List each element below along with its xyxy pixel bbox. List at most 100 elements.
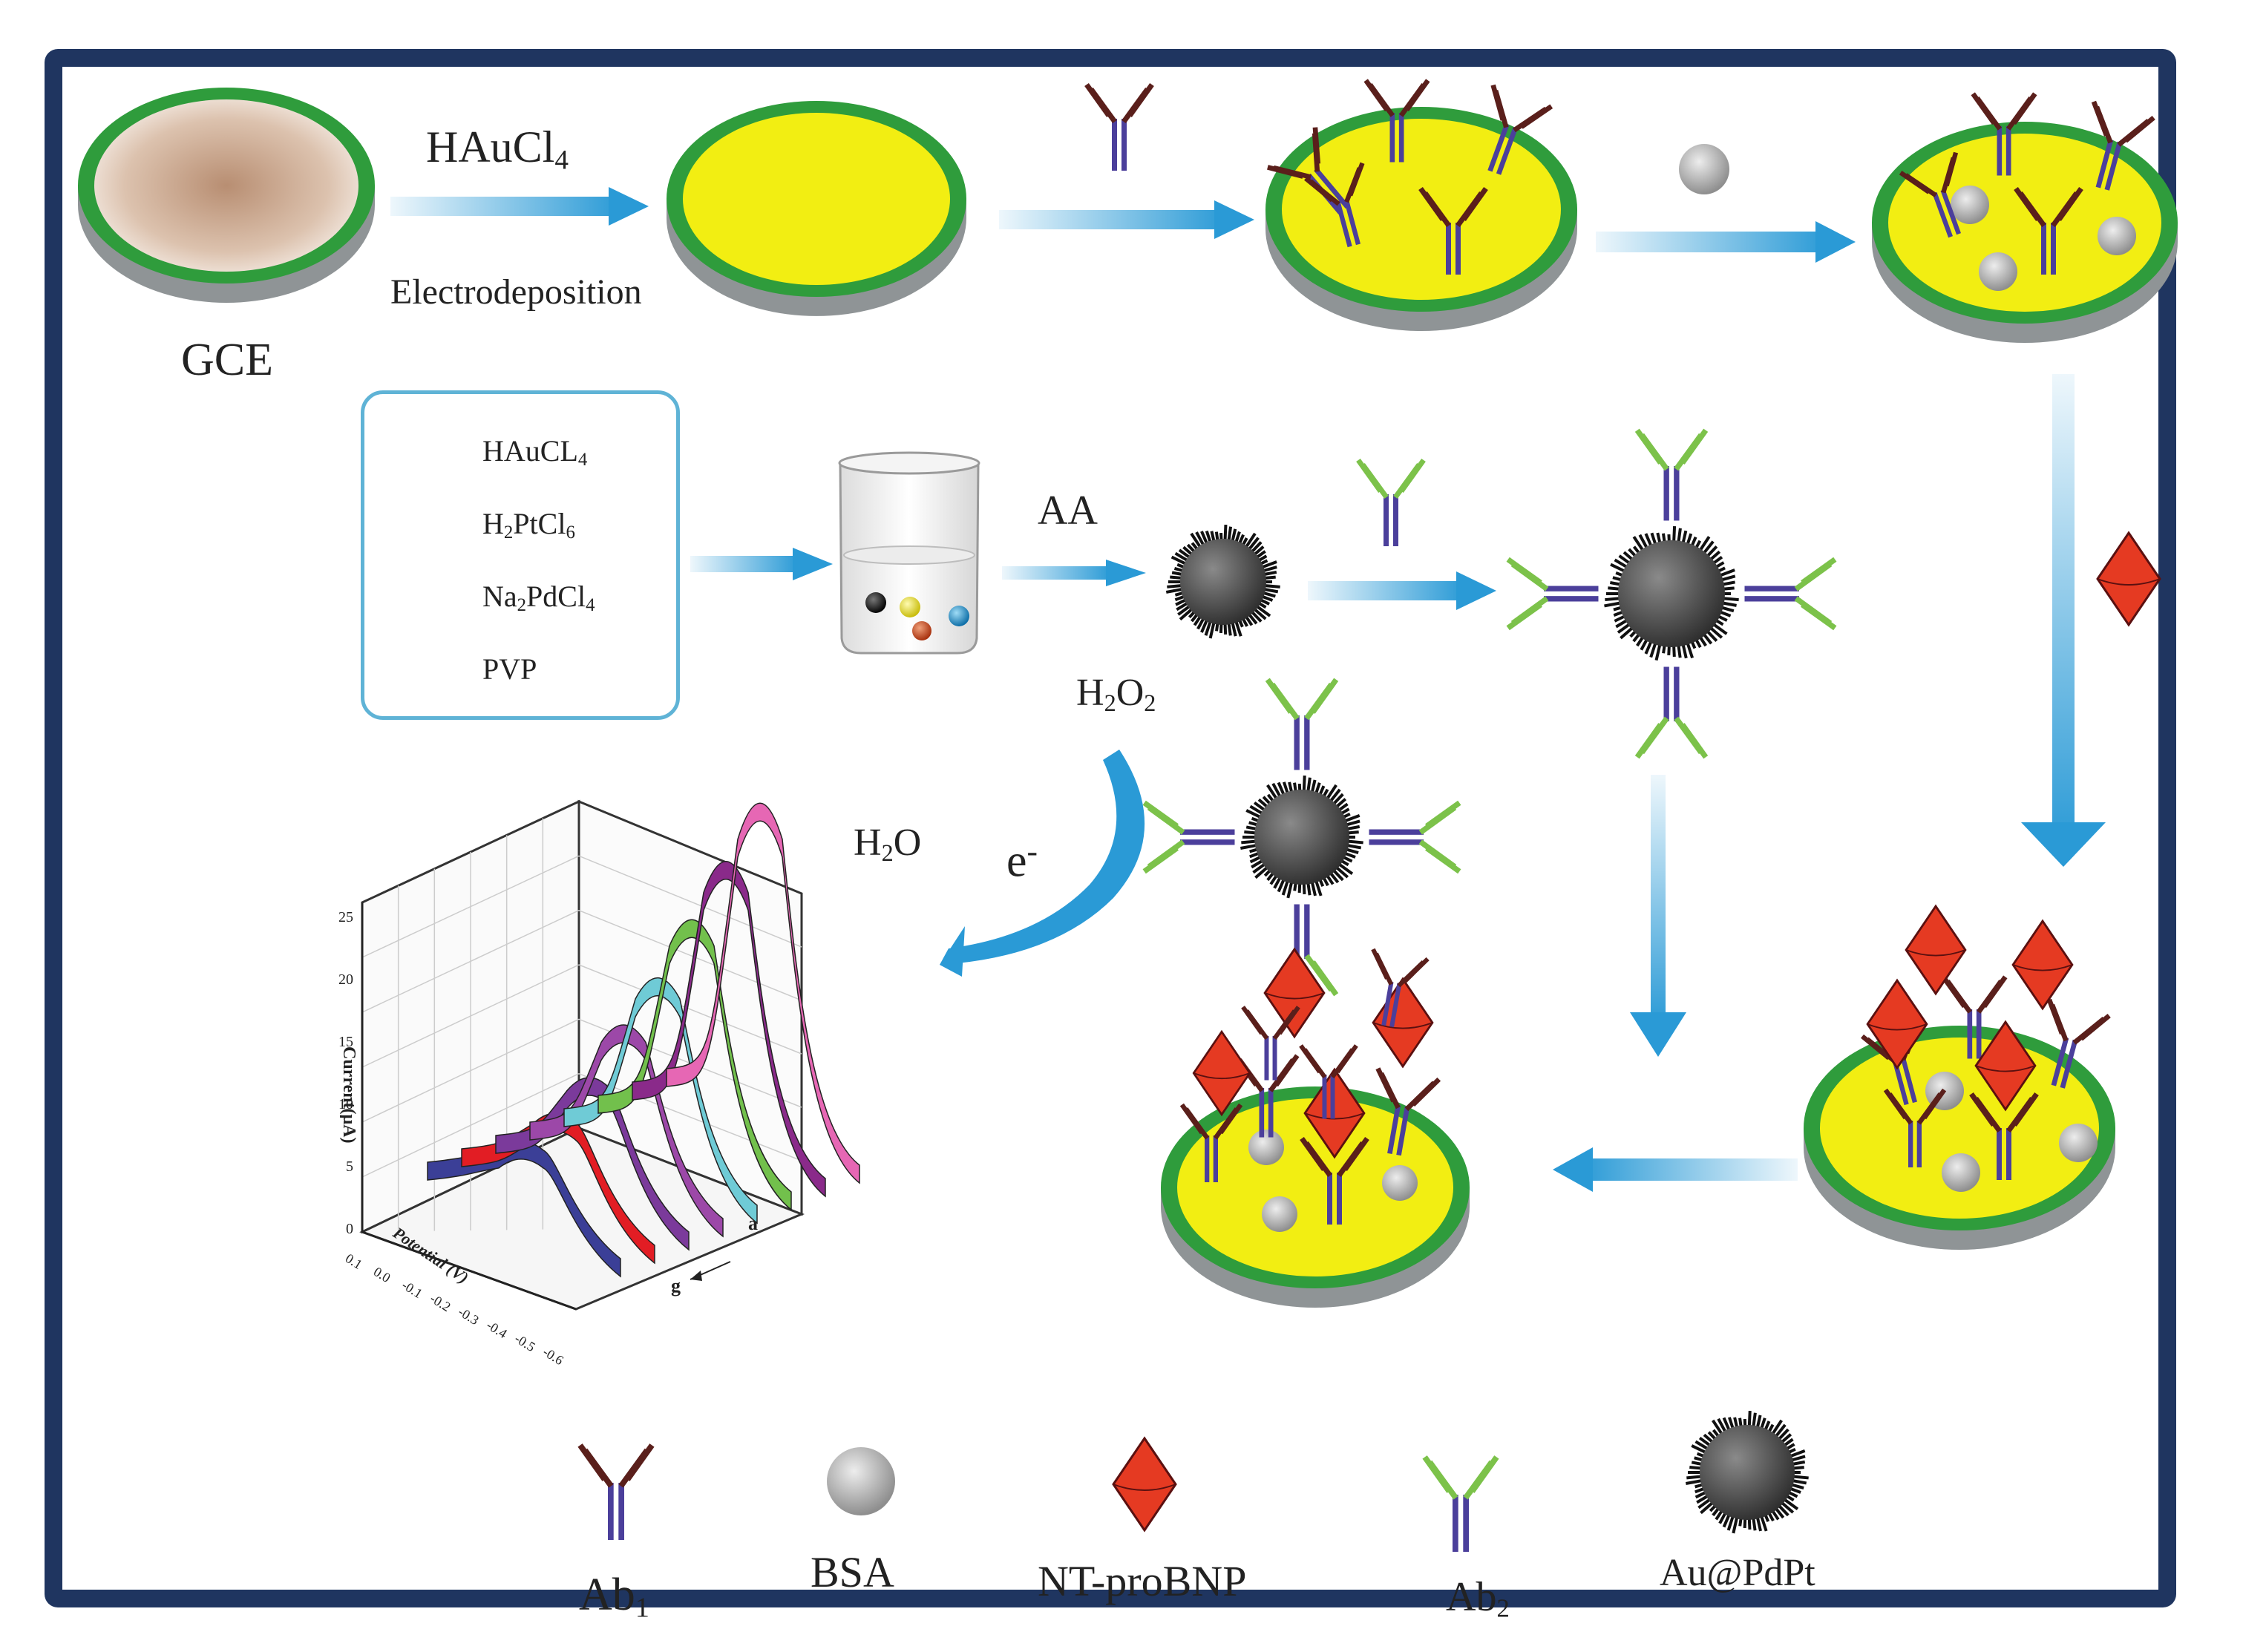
ab2-legend-icon (1422, 1455, 1499, 1552)
legend-label-ntprobnp: NT-proBNP (1038, 1557, 1247, 1605)
beaker-particle (912, 621, 931, 640)
gold-layer (1177, 1098, 1453, 1276)
arrow-antigen-down (2021, 374, 2106, 867)
arrow-head (2021, 822, 2106, 867)
ntprobnp-legend-icon (1112, 1436, 1177, 1533)
ab2-on-conjugate (1369, 800, 1461, 874)
beaker-particle (865, 592, 886, 613)
bsa-on-electrode (1979, 252, 2017, 291)
electron-label: e- (1006, 833, 1038, 887)
legend-label-bsa: BSA (811, 1548, 894, 1596)
trace-band (666, 802, 860, 1184)
ab1-on-electrode (2046, 998, 2111, 1089)
ab1-on-electrode (1487, 84, 1553, 175)
aupdpt-core (1240, 775, 1363, 899)
reagent-legend-box (361, 390, 680, 720)
bsa-on-electrode (1248, 1130, 1284, 1165)
nanoparticle-core (1254, 790, 1349, 885)
arrow-head (1456, 571, 1496, 610)
y-tick-0: 0 (346, 1221, 353, 1237)
sandwich-electrode (1161, 1086, 1470, 1308)
gold-layer (1820, 1038, 2099, 1219)
ab1-on-electrode (1418, 186, 1488, 275)
ab2-on-antigen (1241, 1006, 1300, 1081)
nanoparticle-core (1700, 1425, 1795, 1520)
arrow-shaft (1308, 581, 1456, 600)
gce-electrode (78, 88, 375, 303)
ab1-on-electrode (1971, 92, 2037, 176)
ntprobnp-on-electrode (1974, 1020, 2037, 1112)
arrow-ab2 (1308, 571, 1496, 610)
bsa-on-electrode (1262, 1196, 1297, 1232)
y-tick-1: 5 (346, 1158, 353, 1175)
bsa-on-electrode (2059, 1124, 2098, 1162)
voltammogram-chart (359, 799, 860, 1311)
ab1-on-electrode (2014, 186, 2083, 275)
arrow-shaft (1596, 232, 1815, 252)
aa-label: AA (1038, 488, 1098, 534)
arrow-electrodeposition (390, 187, 649, 226)
ab1-on-electrode (1375, 1067, 1441, 1156)
h2o-label: H2O (854, 822, 922, 867)
voltammogram-trace-a (666, 802, 860, 1184)
ab2-icon-step (1356, 458, 1426, 546)
arrow-shaft (1002, 566, 1106, 580)
ab1-on-electrode (1363, 79, 1430, 163)
reagent-label-2: Na2PdCl4 (482, 580, 595, 616)
hauccl4-label: HAuCl4 (426, 125, 569, 174)
ntprobnp-icon-step (2096, 531, 2161, 627)
chart-x-axis (361, 1230, 577, 1311)
bsa-on-electrode (1942, 1153, 1980, 1192)
arrow-shaft (390, 197, 609, 216)
reagent-label-1: H2PtCl6 (482, 507, 575, 543)
legend-label-ab1: Ab1 (579, 1570, 649, 1624)
figure-frame (45, 49, 2176, 1607)
ntprobnp-on-electrode (1263, 947, 1326, 1039)
chart-gridline (578, 855, 802, 948)
bsa-icon-step (1679, 144, 1729, 194)
arrow-head (1630, 1012, 1686, 1057)
bsa-legend-icon (827, 1447, 895, 1515)
ab2-on-conjugate (1634, 428, 1709, 521)
ab2-on-conjugate (1506, 557, 1599, 631)
arrow-shaft (690, 556, 793, 572)
gce-label: GCE (181, 335, 273, 385)
ab2-on-antigen (1299, 1044, 1358, 1119)
arrow-shaft (1651, 775, 1666, 1012)
y-axis-label: Current(μA) (339, 1046, 358, 1144)
voltammogram-trace-d (529, 1024, 724, 1238)
gold-electrode (667, 101, 966, 316)
beaker-particle (949, 606, 969, 626)
legend-label-ab2: Ab2 (1446, 1574, 1510, 1623)
ab1-on-electrode (1300, 1136, 1369, 1225)
ab2-on-antigen (1371, 948, 1430, 1028)
arrow-head (1815, 221, 1856, 263)
arrow-shaft (2052, 374, 2075, 822)
ab1-on-electrode (1883, 1088, 1947, 1167)
series-end-label: g (671, 1275, 681, 1297)
y-tick-4: 20 (338, 971, 353, 988)
nanoparticle-spikes (1685, 1410, 1809, 1534)
ab1-on-electrode (2091, 100, 2155, 191)
catalysis-curve (940, 750, 1145, 965)
ab1-on-electrode (1179, 1103, 1243, 1182)
beaker-rim (838, 451, 980, 475)
gold-layer (1888, 134, 2161, 312)
electrodeposition-label: Electrodeposition (390, 272, 642, 312)
bsa-on-electrode (1951, 186, 1989, 224)
ab2-on-conjugate (1142, 800, 1235, 874)
gold-layer (1282, 119, 1561, 300)
y-tick-2: 10 (338, 1096, 353, 1112)
ntprobnp-on-electrode (1905, 904, 1967, 996)
aupdpt-legend-icon (1685, 1410, 1809, 1534)
y-tick-5: 25 (338, 909, 353, 925)
beaker-icon (838, 451, 980, 655)
ab2-conjugate-top (1506, 428, 1837, 759)
aupdpt-core (1604, 526, 1739, 661)
voltammogram-trace-b (597, 919, 792, 1211)
catalysis-arrow-head (940, 926, 965, 977)
ab2-on-conjugate (1265, 678, 1339, 770)
arrow-head (609, 187, 649, 226)
